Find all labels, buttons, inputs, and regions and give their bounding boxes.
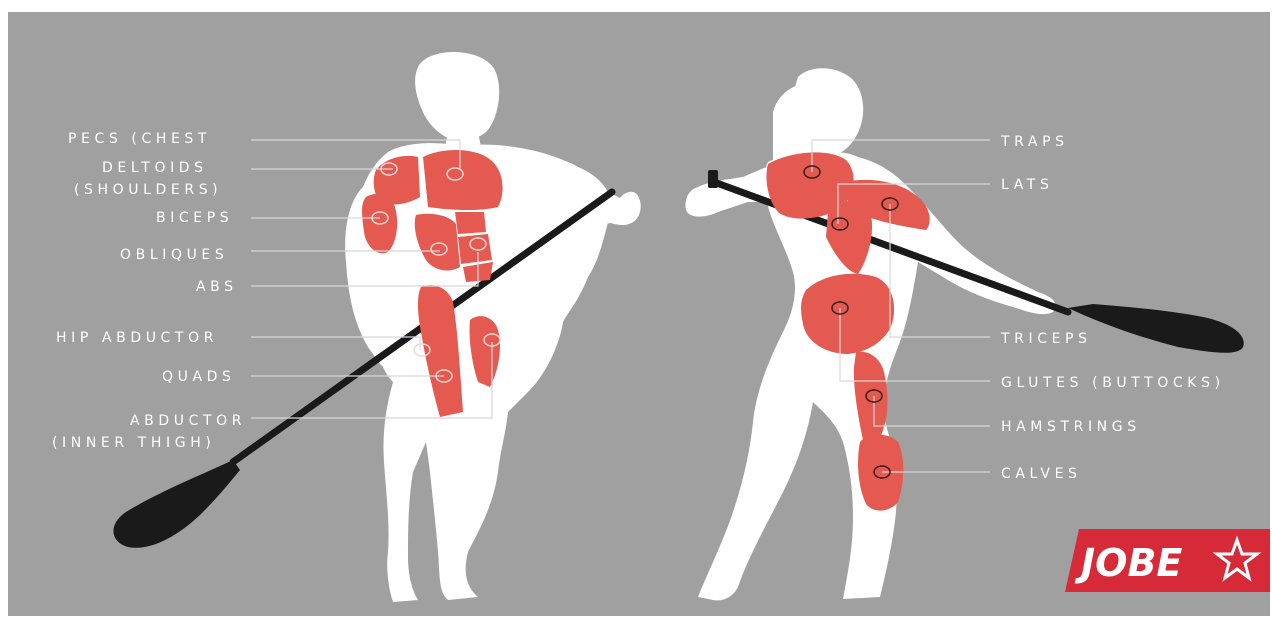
label-lats: LATS [1001,177,1053,193]
label-hip-abductor: HIP ABDUCTOR [56,330,218,346]
label-deltoids: DELTOIDS [102,160,208,176]
muscle-diagram: PECS (CHEST DELTOIDS (SHOULDERS) BICEPS … [8,12,1270,616]
label-abductor-sub: (INNER THIGH) [52,435,215,451]
label-hamstrings: HAMSTRINGS [1001,419,1141,435]
label-biceps: BICEPS [156,210,233,226]
label-abductor: ABDUCTOR [130,413,246,429]
logo-text: JOBE [1074,541,1182,585]
label-pecs: PECS (CHEST [68,131,211,147]
label-abs: ABS [196,279,238,295]
label-traps: TRAPS [1001,134,1069,150]
label-quads: QUADS [162,369,236,385]
label-glutes: GLUTES (BUTTOCKS) [1001,375,1225,391]
jobe-logo: JOBE [1065,529,1270,592]
label-triceps: TRICEPS [1001,331,1092,347]
abs-upper [455,212,486,234]
label-calves: CALVES [1001,466,1082,482]
diagram-canvas [8,12,1270,616]
label-deltoids-sub: (SHOULDERS) [74,182,222,198]
background [8,12,1270,616]
label-obliques: OBLIQUES [120,247,228,263]
